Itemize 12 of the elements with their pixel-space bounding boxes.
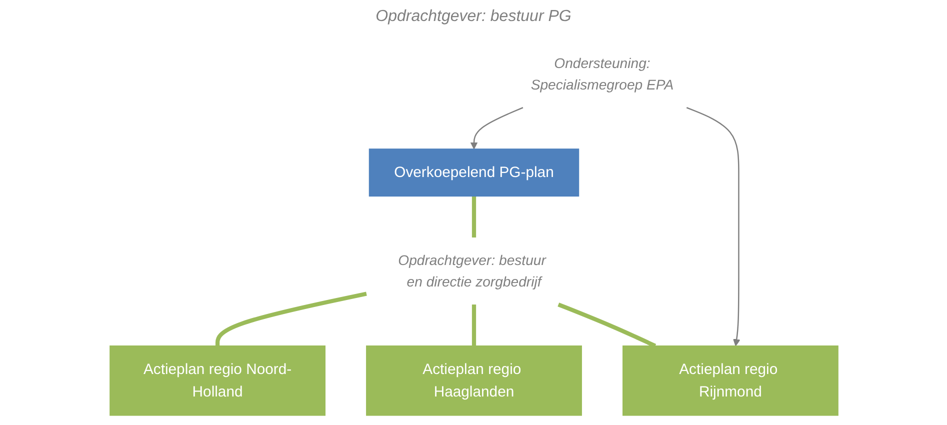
note-text: Opdrachtgever: bestuur PG	[376, 8, 572, 26]
connector	[557, 302, 656, 348]
connector	[471, 196, 476, 238]
connector	[471, 304, 476, 346]
node-text: Opdrachtgever: bestuur en directie zorgbedrijf	[398, 252, 546, 290]
node-text: Ondersteuning: Specialismegroep EPA	[530, 56, 674, 92]
node-box: Actieplan regio Noord-Holland	[109, 345, 325, 416]
node-box: Actieplan regio Rijnmond	[622, 345, 838, 416]
arrow	[470, 107, 523, 150]
arrow	[686, 107, 740, 346]
node-box: Actieplan regio Haaglanden	[366, 345, 582, 416]
node-box: Overkoepelend PG-plan	[368, 148, 579, 197]
